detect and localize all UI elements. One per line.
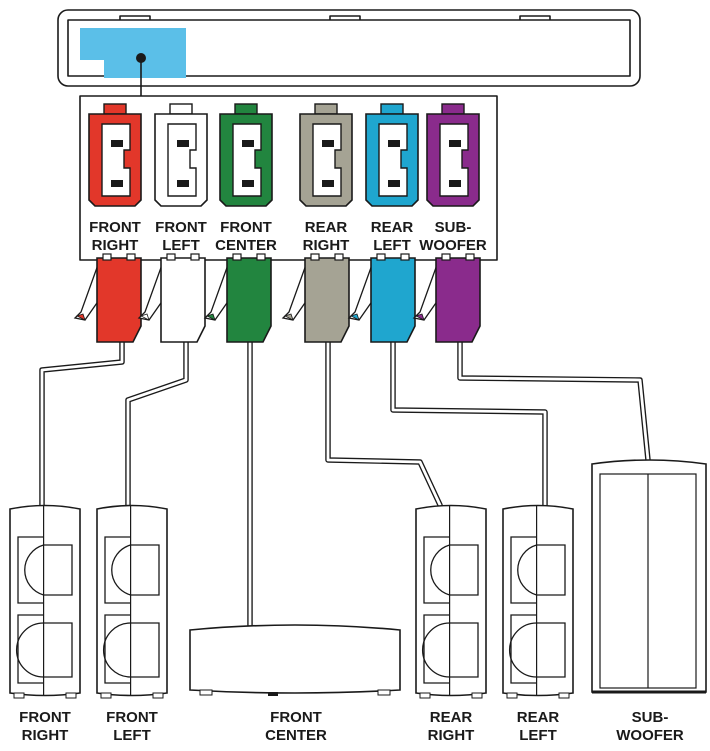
speaker-label-line2: LEFT: [113, 727, 151, 744]
speaker-rear-left: [502, 504, 574, 699]
speaker-front-right: [9, 504, 81, 699]
jack-label-line2: CENTER: [215, 237, 277, 254]
main-unit: [57, 9, 641, 96]
jack-label-line2: LEFT: [162, 237, 200, 254]
plug-rear-left[interactable]: [347, 253, 416, 343]
jack-front-left[interactable]: [154, 103, 208, 207]
cable-rear-right: [325, 339, 443, 508]
plug-front-left[interactable]: [137, 253, 206, 343]
jack-rear-right[interactable]: [299, 103, 353, 207]
speaker-label-line1: REAR: [430, 709, 473, 726]
speaker-label-line2: CENTER: [265, 727, 327, 744]
plug-front-center[interactable]: [203, 253, 272, 343]
jack-rear-left[interactable]: [365, 103, 419, 207]
cable-rear-left: [390, 339, 548, 508]
jack-label-line2: WOOFER: [419, 237, 487, 254]
jack-label-line1: REAR: [305, 219, 348, 236]
speaker-label-line1: FRONT: [19, 709, 71, 726]
jack-front-center[interactable]: [219, 103, 273, 207]
speaker-subwoofer: [591, 459, 707, 694]
plug-subwoofer[interactable]: [412, 253, 481, 343]
plug-rear-right[interactable]: [281, 253, 350, 343]
speaker-label-line1: FRONT: [270, 709, 322, 726]
terminal-panel: [79, 95, 498, 261]
cable-subwoofer: [457, 339, 651, 463]
jack-label-line1: FRONT: [220, 219, 272, 236]
jack-label-line1: FRONT: [155, 219, 207, 236]
speaker-rear-right: [415, 504, 487, 699]
jack-label-line2: LEFT: [373, 237, 411, 254]
jack-label-line1: SUB-: [435, 219, 472, 236]
jack-label-line2: RIGHT: [303, 237, 350, 254]
cable-front-right: [39, 339, 125, 508]
speaker-label-line2: LEFT: [519, 727, 557, 744]
jack-front-right[interactable]: [88, 103, 142, 207]
jack-subwoofer[interactable]: [426, 103, 480, 207]
plug-front-right[interactable]: [73, 253, 142, 343]
speaker-label-line1: FRONT: [106, 709, 158, 726]
cable-front-left: [125, 339, 189, 508]
speaker-label-line2: RIGHT: [22, 727, 69, 744]
speaker-label-line1: SUB-: [632, 709, 669, 726]
jack-label-line2: RIGHT: [92, 237, 139, 254]
rear-panel-highlight: [80, 28, 186, 78]
speaker-label-line2: WOOFER: [616, 727, 684, 744]
speaker-label-line1: REAR: [517, 709, 560, 726]
jack-label-line1: REAR: [371, 219, 414, 236]
jack-label-line1: FRONT: [89, 219, 141, 236]
speaker-front-center: [189, 624, 401, 696]
speaker-label-line2: RIGHT: [428, 727, 475, 744]
speaker-front-left: [96, 504, 168, 699]
